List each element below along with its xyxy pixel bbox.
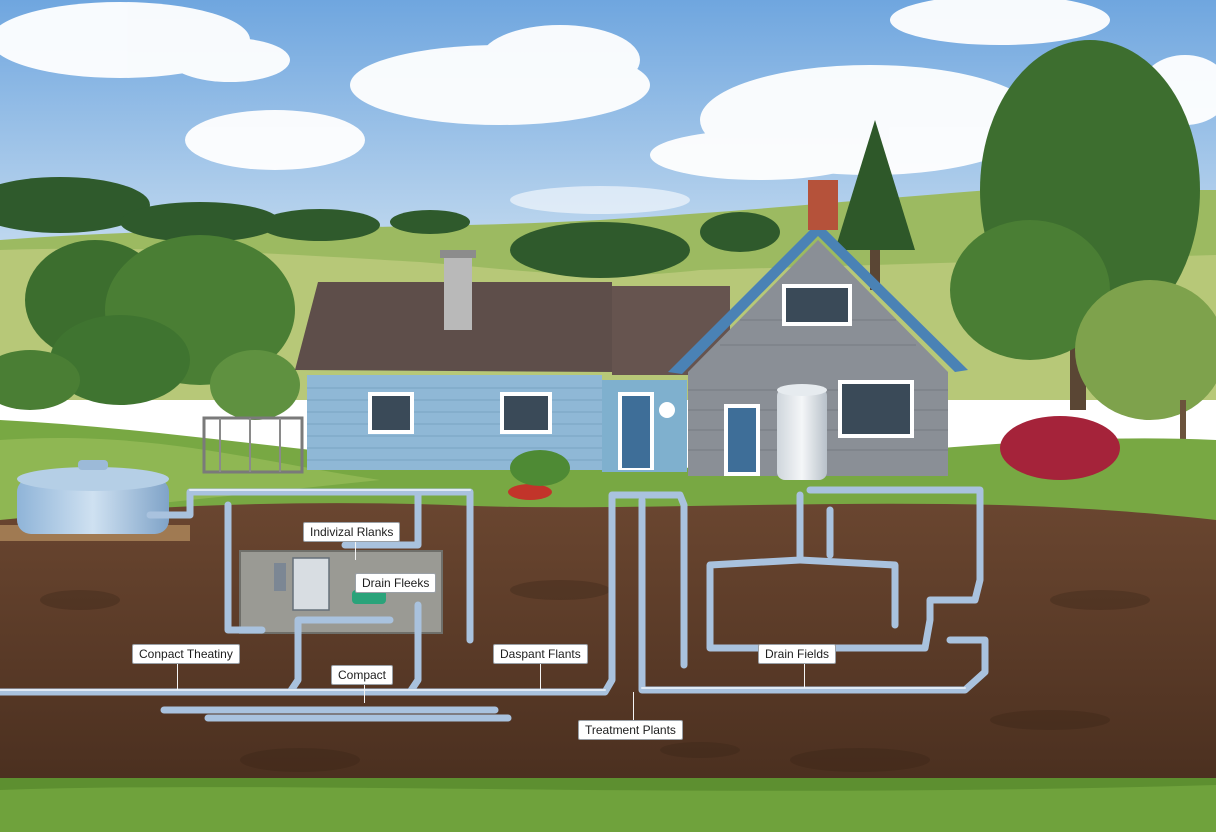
leader-line bbox=[633, 692, 634, 720]
vertical-storage-tank bbox=[777, 384, 827, 480]
chimney-left bbox=[444, 252, 472, 330]
red-shrub bbox=[1000, 416, 1120, 480]
leader-line bbox=[540, 660, 541, 690]
label-compact-treatment: Conpact Theatiny bbox=[132, 644, 240, 664]
pipe-highlights bbox=[0, 489, 966, 691]
label-drain-fields-left: Drain Fleeks bbox=[355, 573, 437, 593]
leader-line bbox=[804, 660, 805, 688]
garden-enclosure bbox=[202, 416, 304, 474]
label-treatment-plants: Treatment Plants bbox=[578, 720, 683, 740]
left-trees bbox=[0, 235, 300, 420]
label-drain-fields-right: Drain Fields bbox=[758, 644, 837, 664]
chimney-right bbox=[808, 180, 838, 230]
right-trees bbox=[835, 40, 1216, 480]
leader-line bbox=[364, 681, 365, 703]
distant-tree-line bbox=[0, 177, 780, 278]
leader-line bbox=[355, 540, 356, 560]
leader-line bbox=[177, 660, 178, 690]
label-dormant-plants: Daspant Flants bbox=[493, 644, 588, 664]
label-individual-plants: Indivizal Rlanks bbox=[303, 522, 401, 542]
soil-texture bbox=[40, 580, 1150, 772]
pipe-network bbox=[0, 486, 989, 722]
label-compact: Compact bbox=[331, 665, 394, 685]
cistern-tank bbox=[0, 460, 190, 541]
